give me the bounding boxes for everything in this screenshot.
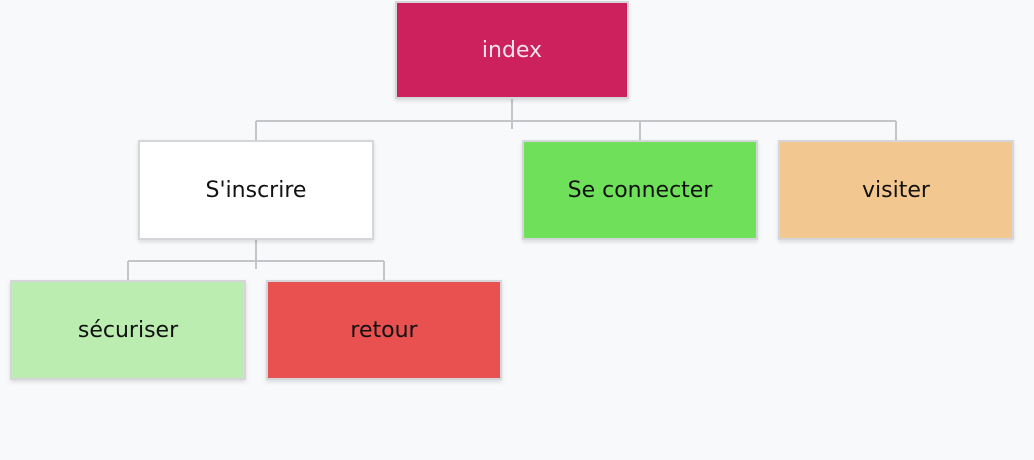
- node-visiter[interactable]: visiter: [778, 140, 1014, 240]
- node-index-label: index: [481, 37, 543, 63]
- node-se-connecter[interactable]: Se connecter: [522, 140, 758, 240]
- node-sinscrire[interactable]: S'inscrire: [138, 140, 374, 240]
- node-index[interactable]: index: [395, 1, 629, 99]
- node-sinscrire-label: S'inscrire: [205, 177, 307, 203]
- node-visiter-label: visiter: [862, 177, 930, 203]
- connector-sinscrire: [127, 240, 385, 280]
- connector-index: [255, 99, 897, 140]
- node-securiser[interactable]: sécuriser: [10, 280, 246, 380]
- node-securiser-label: sécuriser: [77, 317, 179, 343]
- node-retour[interactable]: retour: [266, 280, 502, 380]
- node-retour-label: retour: [350, 317, 418, 343]
- node-se-connecter-label: Se connecter: [567, 177, 713, 203]
